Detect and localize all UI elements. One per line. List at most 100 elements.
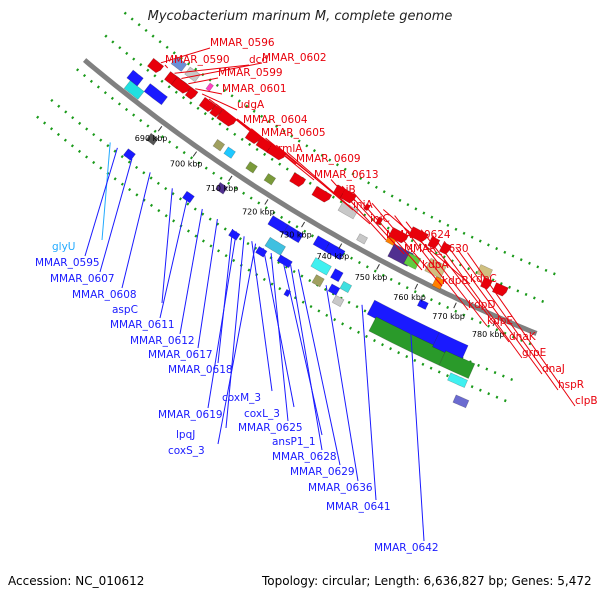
gene-label-reverse: MMAR_0619 <box>158 409 223 421</box>
gene-label-forward: kdpC <box>470 273 497 285</box>
gene-feature <box>331 294 345 308</box>
gene-feature <box>356 233 369 245</box>
gene-feature <box>215 181 229 195</box>
gene-feature <box>337 201 359 220</box>
leader-line <box>371 202 443 287</box>
backbone <box>82 58 538 336</box>
leader-line <box>179 208 203 335</box>
gene-feature <box>205 82 214 92</box>
gene-feature <box>184 86 199 100</box>
leader-line <box>394 215 469 311</box>
gene-label-reverse: MMAR_0612 <box>130 335 195 347</box>
gene-feature <box>263 173 277 186</box>
leader-line <box>297 269 341 466</box>
gene-label-reverse: MMAR_0642 <box>374 542 439 554</box>
leader-line <box>361 304 377 501</box>
dotted-guide-line <box>50 98 518 383</box>
gene-label-forward: MMAR_0601 <box>222 83 287 95</box>
gene-label-forward: kdpD <box>468 299 496 311</box>
gene-feature <box>324 241 346 261</box>
gene-feature <box>143 83 168 106</box>
gene-feature <box>339 188 357 204</box>
gene-label-forward: kdpB <box>442 275 469 287</box>
leader-line <box>161 188 173 304</box>
leader-line <box>275 144 354 211</box>
gene-feature <box>432 331 469 361</box>
gene-label-reverse: coxM_3 <box>222 392 261 404</box>
tick-line <box>338 243 343 250</box>
leader-line <box>222 108 279 155</box>
leader-line <box>174 64 250 74</box>
tick-line <box>192 151 198 157</box>
leader-line <box>282 260 323 436</box>
leader-line <box>99 158 133 273</box>
gene-label-forward: MMAR_0624 <box>386 229 451 241</box>
gene-feature <box>431 276 445 290</box>
gene-label-reverse: MMAR_0628 <box>272 451 337 463</box>
leader-line <box>121 172 151 289</box>
gene-label-forward: dnaK <box>509 331 537 343</box>
gene-feature <box>282 224 305 244</box>
gene-label-forward: MMAR_0613 <box>314 169 379 181</box>
map-title: Mycobacterium marinum M, complete genome <box>147 9 453 24</box>
leader-line <box>410 329 425 542</box>
tick-label: 720 kbp <box>242 208 275 217</box>
dotted-guide-lines <box>36 11 561 404</box>
leader-line <box>159 198 188 319</box>
gene-label-reverse: coxS_3 <box>168 445 205 457</box>
leader-line <box>188 77 219 85</box>
tick-line <box>453 302 457 309</box>
gene-label-reverse: MMAR_0607 <box>50 273 115 285</box>
tick-line <box>376 263 380 270</box>
gene-feature <box>126 69 144 87</box>
gene-label-reverse: ansP1_1 <box>272 436 316 448</box>
gene-feature <box>310 257 332 276</box>
gene-feature <box>170 56 188 72</box>
tick-label: 690 kbp <box>135 134 168 143</box>
gene-feature <box>146 57 165 74</box>
gene-feature <box>228 228 241 241</box>
gene-feature <box>311 274 325 288</box>
leader-line <box>225 236 245 429</box>
gene-feature <box>339 280 353 294</box>
accession-text: Accession: NC_010612 <box>8 574 145 588</box>
backbone-line <box>82 58 538 336</box>
gene-label-reverse: MMAR_0595 <box>35 257 100 269</box>
gene-feature <box>212 138 226 152</box>
gene-feature <box>476 264 493 280</box>
gene-feature <box>312 235 331 252</box>
gene-label-forward: iniB <box>336 184 356 196</box>
gene-feature <box>491 282 509 297</box>
gene-label-forward: MMAR_0604 <box>243 114 308 126</box>
leader-line <box>432 235 523 359</box>
leader-line <box>330 179 387 241</box>
gene-feature <box>416 298 429 310</box>
gene-label-forward: MMAR_0599 <box>218 67 283 79</box>
gene-feature <box>181 190 195 204</box>
leader-line <box>290 264 323 451</box>
label-leader-lines <box>84 47 576 542</box>
gene-label-forward: iniC <box>370 213 390 225</box>
leader-line <box>251 241 273 392</box>
gene-feature <box>452 394 470 409</box>
gene-feature <box>438 241 452 255</box>
gene-label-reverse: MMAR_0618 <box>168 364 233 376</box>
tick-label: 730 kbp <box>279 230 312 239</box>
tick-label: 760 kbp <box>393 293 426 302</box>
gene-label-forward: kdpA <box>422 259 449 271</box>
leader-line <box>84 147 118 257</box>
gene-feature <box>145 132 159 146</box>
gene-label-forward: MMAR_0596 <box>210 37 275 49</box>
gene-label-forward: kdpE <box>487 315 513 327</box>
dotted-guide-line <box>104 34 550 306</box>
leader-line <box>455 246 559 391</box>
tick-line <box>414 283 419 290</box>
tick-label: 700 kbp <box>170 159 203 168</box>
gene-label-forward: MMAR_0590 <box>165 54 230 66</box>
gene-label-forward: MMAR_0609 <box>296 153 361 165</box>
gene-feature <box>184 66 201 83</box>
gene-feature <box>329 268 344 283</box>
gene-feature <box>276 254 293 269</box>
